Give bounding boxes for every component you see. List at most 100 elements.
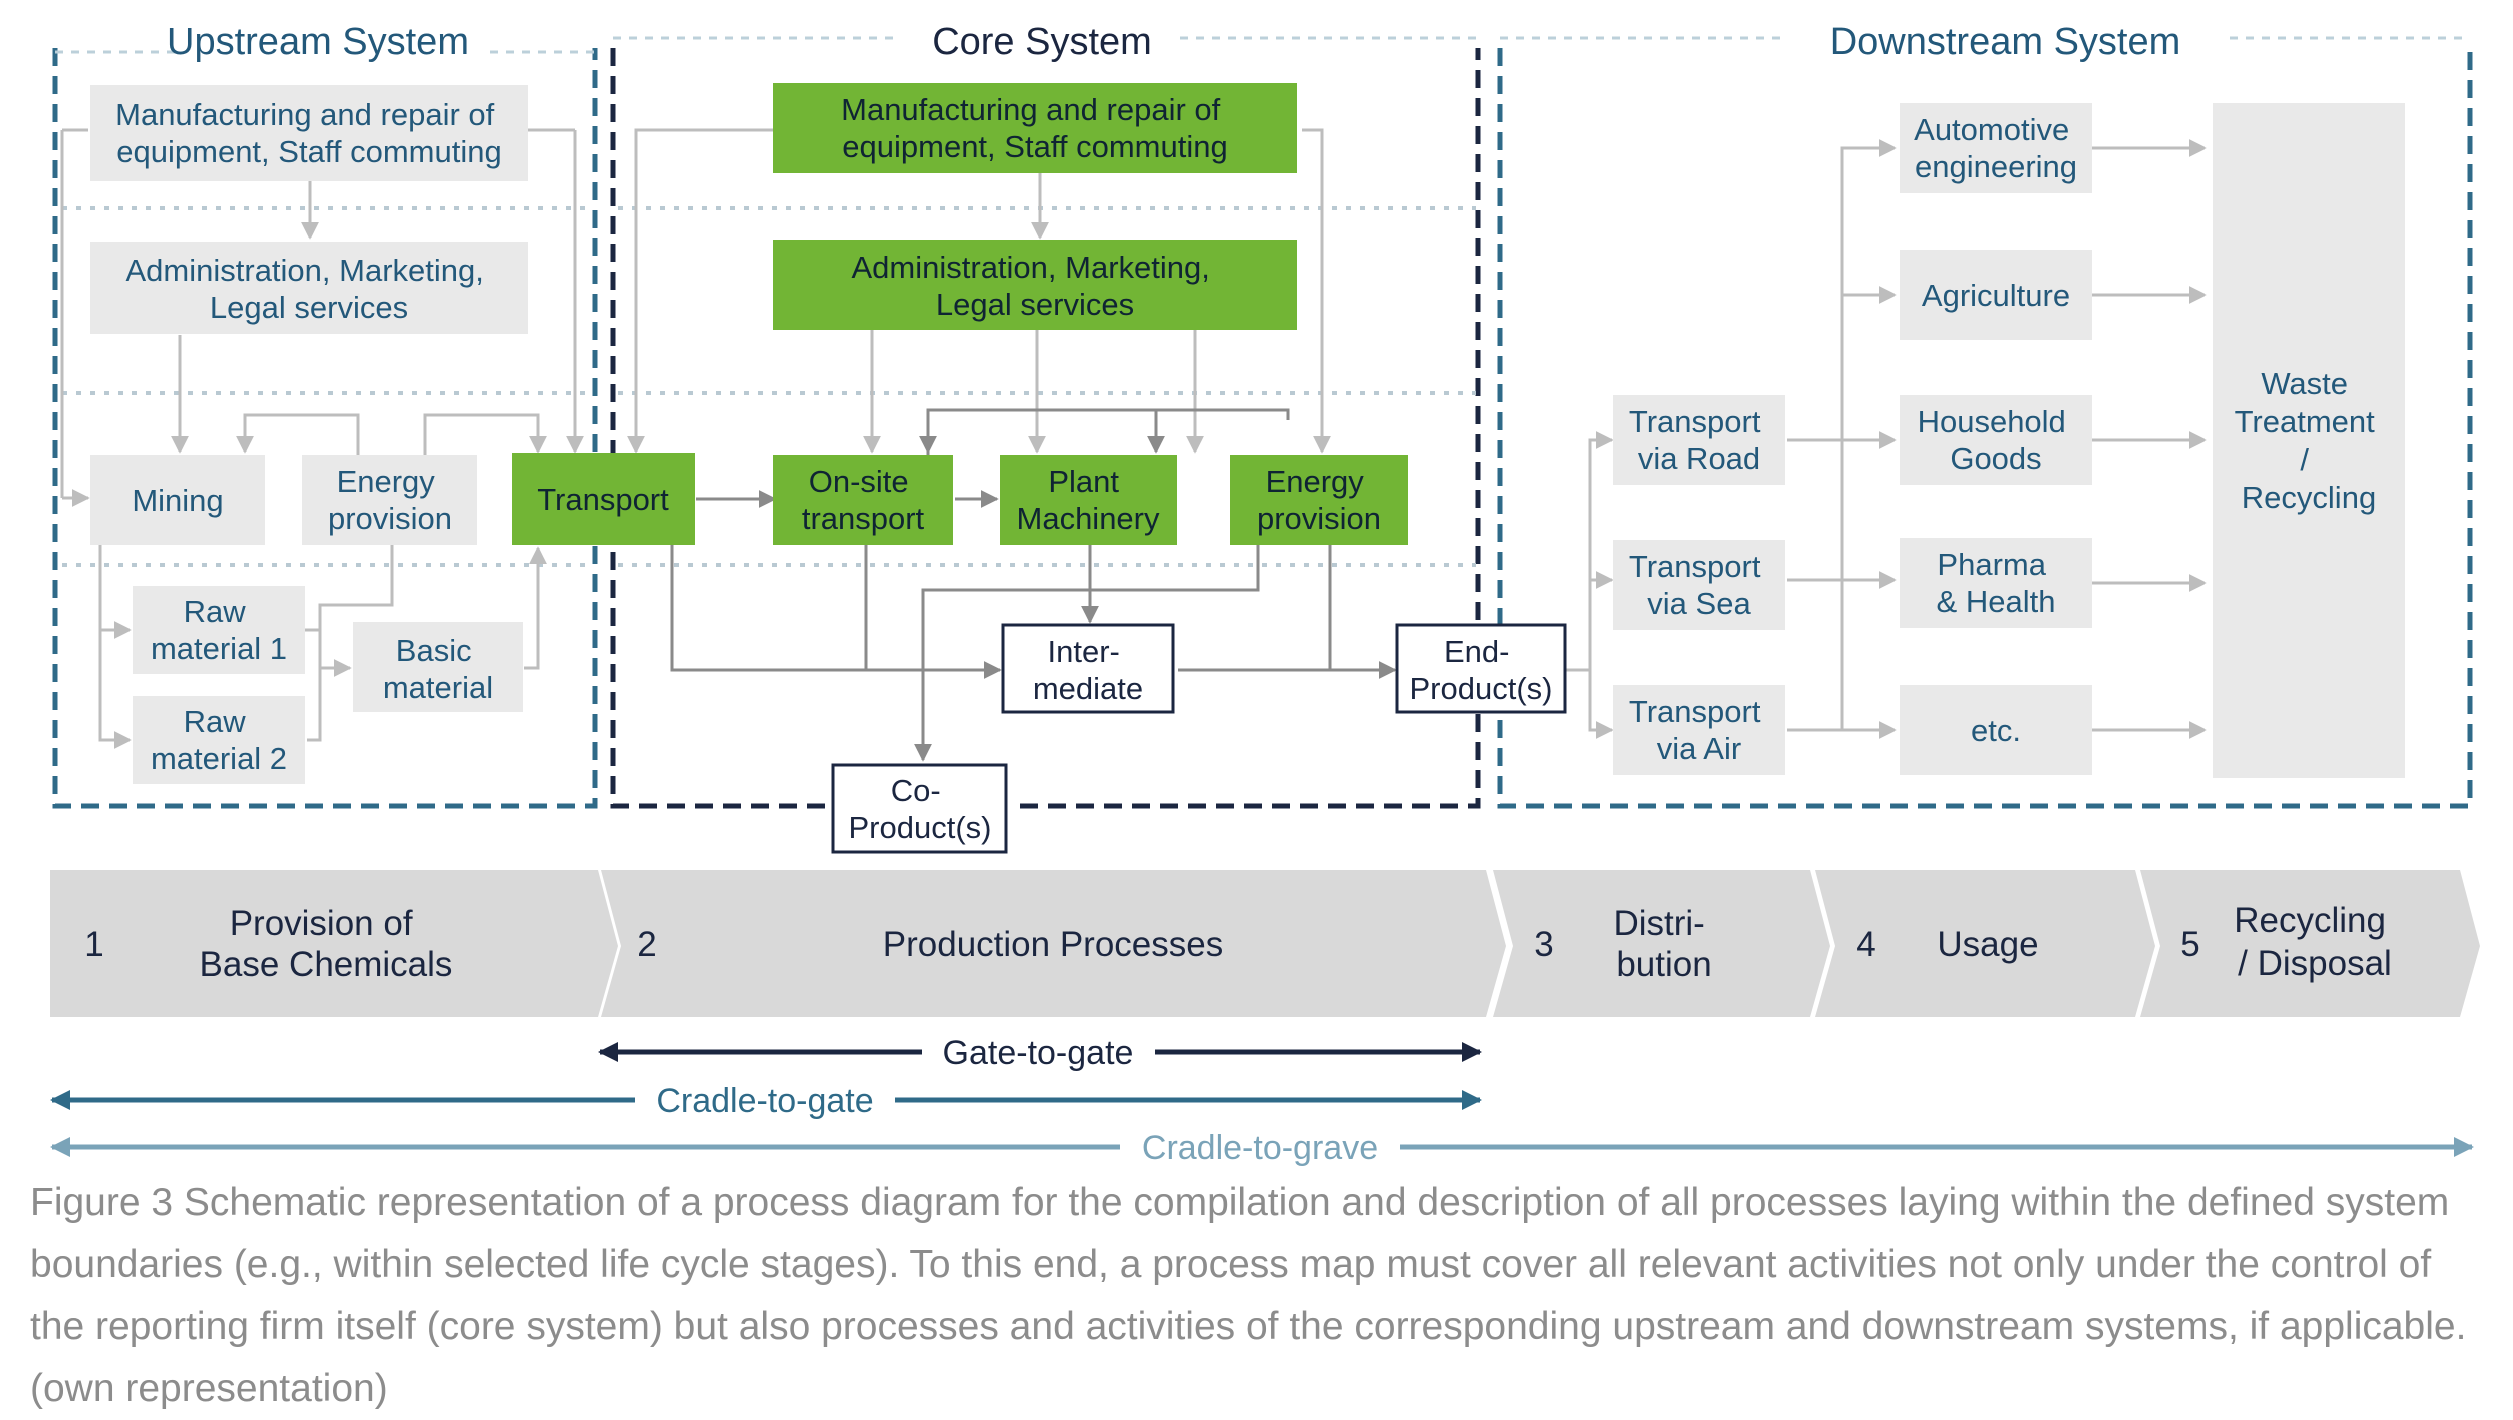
- svg-text:Administration, Marketing,: Administration, Marketing, Legal service…: [126, 253, 493, 325]
- onsite-transport-line2: transport: [802, 501, 925, 536]
- core-energy-box: [1230, 455, 1408, 545]
- svg-text:Waste Treatment /: Waste Treatment / Recycling: [2235, 366, 2384, 515]
- stage-5-number: 5: [2180, 925, 2199, 964]
- agriculture-box: [1900, 250, 2092, 340]
- upstream-admin-line1: Administration, Marketing,: [126, 253, 484, 288]
- onsite-transport-box: [773, 455, 953, 545]
- upstream-arrows: [60, 128, 584, 749]
- basic-material-box: [353, 622, 523, 712]
- endproduct-line2: Product(s): [1410, 671, 1553, 706]
- intermediate-line2: mediate: [1033, 671, 1143, 706]
- gate-to-gate-label: Gate-to-gate: [943, 1034, 1134, 1072]
- coproduct-box: [831, 763, 1008, 854]
- svg-text:Inter- mediate: Inter- mediate: [1033, 634, 1143, 706]
- upstream-boxes: Manufacturing and repair of equipment, S…: [90, 85, 528, 784]
- core-title: Core System: [932, 21, 1152, 63]
- core-boxes: Transport Manufacturing and repair of eq…: [512, 83, 1567, 854]
- waste-line4: Recycling: [2242, 480, 2376, 515]
- upstream-title: Upstream System: [167, 21, 469, 63]
- downstream-title: Downstream System: [1830, 21, 2181, 63]
- downstream-boundary: [1497, 48, 2473, 809]
- svg-text:Transport via Air: Transport via Air: [1629, 694, 1769, 766]
- svg-text:Production Processes: Production Processes: [883, 925, 1223, 964]
- layer-separators: [62, 206, 1476, 567]
- core-manufacturing-line2: equipment, Staff commuting: [842, 129, 1227, 164]
- pharma-line2: & Health: [1937, 584, 2056, 619]
- transport-air-line2: via Air: [1657, 731, 1741, 766]
- agriculture-label: Agriculture: [1922, 278, 2070, 313]
- raw-material-2-line2: material 2: [151, 741, 287, 776]
- scope-arrows: Gate-to-gate Cradle-to-gate Cradle-to-gr…: [50, 1034, 2474, 1167]
- core-boundary: [610, 48, 1481, 809]
- waste-line3: /: [2300, 442, 2309, 477]
- basic-material-line1: Basic: [396, 633, 472, 668]
- transport-air-line1: Transport: [1629, 694, 1761, 729]
- stage-3-line1: Distri-: [1613, 904, 1704, 943]
- downstream-boxes: Transport via Road Transport via Sea Tra…: [1613, 103, 2405, 778]
- stage-2-line1: Production Processes: [883, 925, 1223, 964]
- stage-2-number: 2: [637, 925, 656, 964]
- svg-text:Pharma & Health: Pharma & Health: [1937, 547, 2056, 619]
- svg-text:Distri- bution: Distri- bution: [1613, 904, 1714, 984]
- svg-text:Energy provision: Energy provision: [328, 464, 452, 536]
- transport-sea-line1: Transport: [1629, 549, 1761, 584]
- core-admin-line1: Administration, Marketing,: [852, 250, 1210, 285]
- transport-sea-line2: via Sea: [1647, 586, 1751, 621]
- svg-text:Automotive engineering: Automotive engineering: [1914, 112, 2078, 184]
- svg-text:Provision of Base Chemic: Provision of Base Chemicals: [200, 904, 453, 984]
- household-box: [1900, 395, 2092, 485]
- raw-material-1-line1: Raw: [184, 594, 247, 629]
- plant-machinery-box: [1000, 455, 1177, 545]
- raw-material-2-box: [133, 696, 305, 784]
- coproduct-line2: Product(s): [849, 810, 992, 845]
- stage-1-number: 1: [84, 925, 103, 964]
- svg-text:Administration, Marketing,: Administration, Marketing, Legal service…: [852, 250, 1219, 322]
- upstream-manufacturing-box: [90, 85, 528, 181]
- raw-material-2-line1: Raw: [184, 704, 247, 739]
- stage-4-chevron: [1815, 870, 2155, 1017]
- automotive-line2: engineering: [1915, 149, 2077, 184]
- stage-3-chevron: [1493, 870, 1830, 1017]
- svg-text:Plant Machinery: Plant Machinery: [1017, 464, 1160, 536]
- endproduct-box: [1395, 623, 1567, 714]
- transport-road-line2: via Road: [1638, 441, 1760, 476]
- intermediate-box: [1001, 623, 1175, 714]
- core-energy-line2: provision: [1257, 501, 1381, 536]
- svg-text:Manufacturing and repair of: Manufacturing and repair of equipment, S…: [841, 92, 1229, 164]
- svg-text:Energy provision: Energy provision: [1257, 464, 1381, 536]
- plant-machinery-line2: Machinery: [1017, 501, 1160, 536]
- coproduct-line1: Co-: [891, 773, 941, 808]
- core-energy-line1: Energy: [1266, 464, 1365, 499]
- svg-text:Household Goods: Household Goods: [1918, 404, 2075, 476]
- svg-text:Manufacturing and repair of: Manufacturing and repair of equipment, S…: [115, 97, 503, 169]
- core-admin-box: [773, 240, 1297, 330]
- stage-5-chevron: [2140, 870, 2480, 1017]
- basic-material-line2: material: [383, 670, 493, 705]
- svg-text:Recycling / Disposal: Recycling / Disposal: [2234, 901, 2395, 983]
- mining-label: Mining: [132, 483, 223, 518]
- plant-machinery-line1: Plant: [1048, 464, 1119, 499]
- upstream-manufacturing-line2: equipment, Staff commuting: [116, 134, 501, 169]
- upstream-energy-line1: Energy: [337, 464, 436, 499]
- raw-material-1-box: [133, 586, 305, 674]
- svg-text:Mining: Mining: [132, 483, 223, 518]
- stage-2-chevron: [601, 870, 1506, 1017]
- core-arrows: [627, 128, 1397, 762]
- upstream-manufacturing-line1: Manufacturing and repair of: [115, 97, 495, 132]
- svg-text:Co- Product(s): Co- Product(s): [849, 773, 992, 845]
- svg-text:Transport via Sea: Transport via Sea: [1629, 549, 1769, 621]
- transport-label: Transport: [537, 482, 669, 517]
- stage-1-line2: Base Chemicals: [200, 945, 453, 984]
- waste-treatment-box: [2213, 103, 2405, 778]
- transport-road-line1: Transport: [1629, 404, 1761, 439]
- upstream-admin-line2: Legal services: [210, 290, 408, 325]
- stage-1-line1: Provision of: [230, 904, 413, 943]
- household-line1: Household: [1918, 404, 2066, 439]
- svg-text:End- Product(s): End- Product(s): [1410, 634, 1553, 706]
- cradle-to-grave-label: Cradle-to-grave: [1142, 1129, 1378, 1167]
- transport-air-box: [1613, 685, 1785, 775]
- core-manufacturing-box: [773, 83, 1297, 173]
- svg-text:Transport: Transport: [537, 482, 669, 517]
- etc-label: etc.: [1971, 713, 2021, 748]
